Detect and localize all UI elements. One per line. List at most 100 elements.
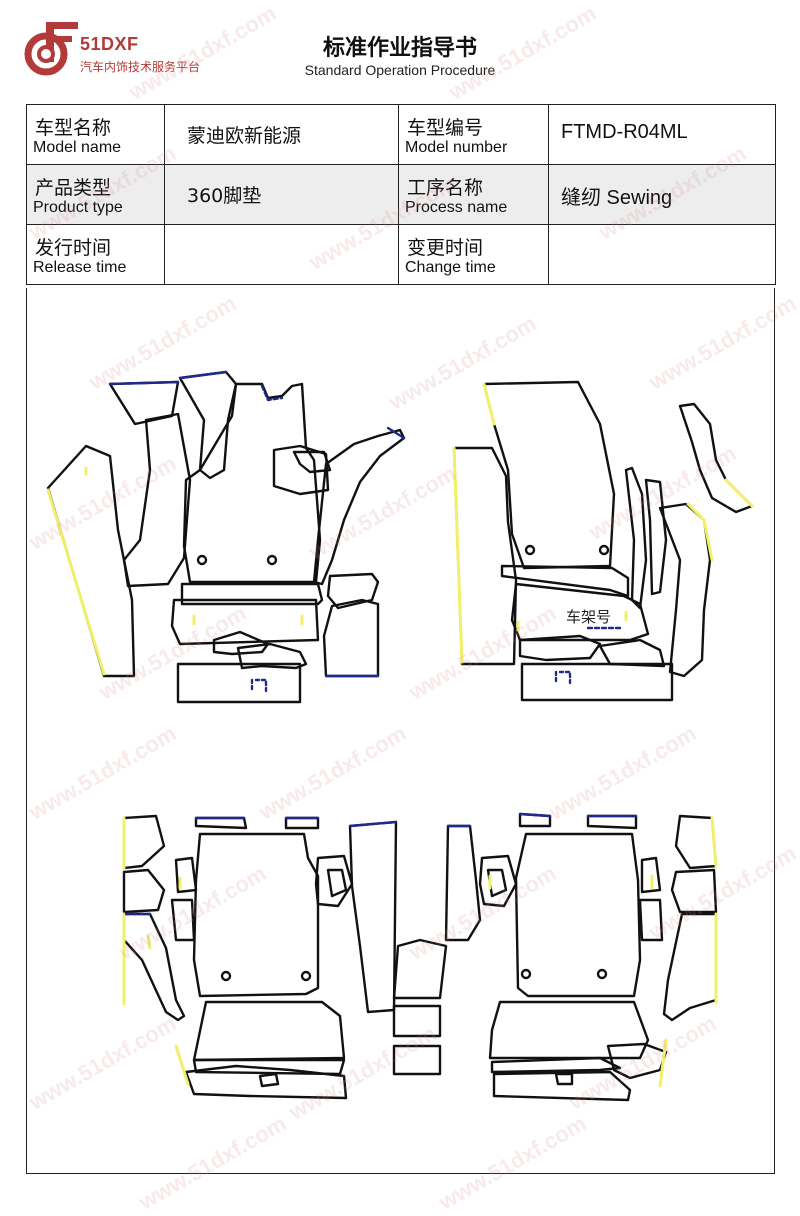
mounting-hole [598, 544, 610, 556]
pattern-edge-yellow [724, 478, 754, 508]
pattern-edge-yellow [710, 816, 718, 868]
process-name-label-cell: 工序名称 Process name [398, 164, 549, 225]
mounting-hole [524, 544, 536, 556]
mounting-hole [520, 968, 532, 980]
model-number-value: FTMD-R04ML [561, 121, 688, 143]
pattern-piece [314, 854, 354, 908]
product-type-value-cell: 360脚垫 [164, 164, 399, 225]
info-row-product: 产品类型 Product type 360脚垫 工序名称 Process nam… [26, 164, 776, 225]
pattern-piece [312, 428, 406, 586]
pattern-edge-blue [108, 380, 180, 386]
pattern-piece [662, 912, 718, 1022]
center-pattern-group [392, 824, 482, 1076]
pattern-piece [272, 444, 330, 496]
mounting-hole [596, 968, 608, 980]
brand-subtitle: 汽车内饰技术服务平台 [80, 60, 201, 74]
pattern-piece [482, 380, 616, 570]
pattern-edge-yellow [658, 1038, 668, 1088]
change-time-label-cell: 变更时间 Change time [398, 224, 549, 285]
pattern-piece [554, 1072, 574, 1086]
page-subtitle: Standard Operation Procedure [304, 62, 496, 78]
pattern-piece [638, 898, 664, 942]
pattern-piece [192, 1058, 346, 1076]
pattern-piece [444, 824, 482, 942]
pattern-piece [518, 634, 602, 662]
pattern-piece [212, 630, 270, 656]
pattern-edge-blue [386, 426, 406, 440]
pattern-edge-blue [554, 670, 572, 686]
mounting-hole [220, 970, 232, 982]
model-name-value: 蒙迪欧新能源 [187, 125, 302, 147]
model-number-label-cn: 车型编号 [407, 117, 484, 139]
pattern-mark-yellow [146, 876, 182, 950]
pattern-piece [586, 814, 638, 830]
pattern-piece [122, 814, 166, 870]
pattern-piece [478, 854, 518, 908]
pattern-edge-blue [518, 812, 638, 818]
pattern-piece [192, 1000, 346, 1062]
change-time-value-cell [548, 224, 776, 285]
pattern-edge-blue [260, 384, 284, 402]
pattern-edge-yellow [482, 382, 496, 426]
pattern-piece [170, 598, 320, 646]
mounting-hole [266, 554, 278, 566]
pattern-piece [292, 450, 332, 474]
product-type-label-cn: 产品类型 [35, 177, 112, 199]
pattern-piece [490, 1056, 622, 1074]
pattern-edge-blue [250, 678, 268, 694]
info-row-time: 发行时间 Release time 变更时间 Change time [26, 224, 776, 285]
release-time-label-cn: 发行时间 [35, 237, 112, 259]
pattern-edge-blue [348, 820, 398, 828]
change-time-label-cn: 变更时间 [407, 237, 484, 259]
pattern-piece [514, 832, 642, 998]
pattern-piece [348, 820, 398, 1014]
pattern-piece [492, 1070, 632, 1102]
pattern-piece [122, 912, 186, 1022]
pattern-piece [520, 662, 674, 702]
pattern-piece [184, 1064, 348, 1100]
pattern-piece [258, 1072, 280, 1088]
upper-right-pattern-group: 车架号 [452, 380, 754, 702]
pattern-piece [326, 572, 380, 610]
pattern-edge-yellow [46, 488, 106, 676]
pattern-piece [194, 816, 248, 830]
process-name-value: 缝纫 Sewing [561, 187, 673, 209]
df-monogram-logo [24, 22, 78, 76]
pattern-piece [452, 446, 518, 666]
pattern-piece [598, 638, 666, 668]
pattern-piece [192, 832, 320, 998]
pattern-piece [488, 1000, 650, 1060]
pattern-mark-yellow [84, 466, 304, 626]
pattern-piece [640, 856, 662, 894]
model-name-label-en: Model name [33, 139, 122, 156]
process-name-label-cn: 工序名称 [407, 177, 484, 199]
release-time-label-en: Release time [33, 259, 127, 276]
lower-right-pattern-group [478, 812, 718, 1102]
pattern-piece [182, 382, 322, 584]
pattern-piece [326, 868, 348, 898]
pattern-piece [392, 1004, 442, 1038]
pattern-piece [178, 370, 238, 480]
pattern-piece [670, 868, 718, 914]
brand-name: 51DXF [80, 34, 139, 54]
process-name-label-en: Process name [405, 199, 508, 216]
pattern-piece [658, 502, 712, 678]
pattern-piece [322, 598, 380, 678]
product-type-value: 360脚垫 [187, 185, 262, 207]
pattern-piece [46, 444, 136, 678]
mounting-hole [196, 554, 208, 566]
pattern-piece [500, 564, 630, 598]
change-time-label-en: Change time [405, 259, 496, 276]
pattern-piece [606, 1042, 668, 1080]
pattern-piece [122, 868, 166, 914]
product-type-label-cell: 产品类型 Product type [26, 164, 165, 225]
pattern-piece [170, 898, 196, 942]
pattern-piece [176, 662, 302, 704]
pattern-piece [624, 466, 648, 610]
pattern-piece [122, 412, 192, 588]
frame-number-label: 车架号 [566, 608, 611, 626]
release-time-value-cell [164, 224, 399, 285]
pattern-edge-blue [178, 370, 228, 380]
product-type-label-en: Product type [33, 199, 123, 216]
